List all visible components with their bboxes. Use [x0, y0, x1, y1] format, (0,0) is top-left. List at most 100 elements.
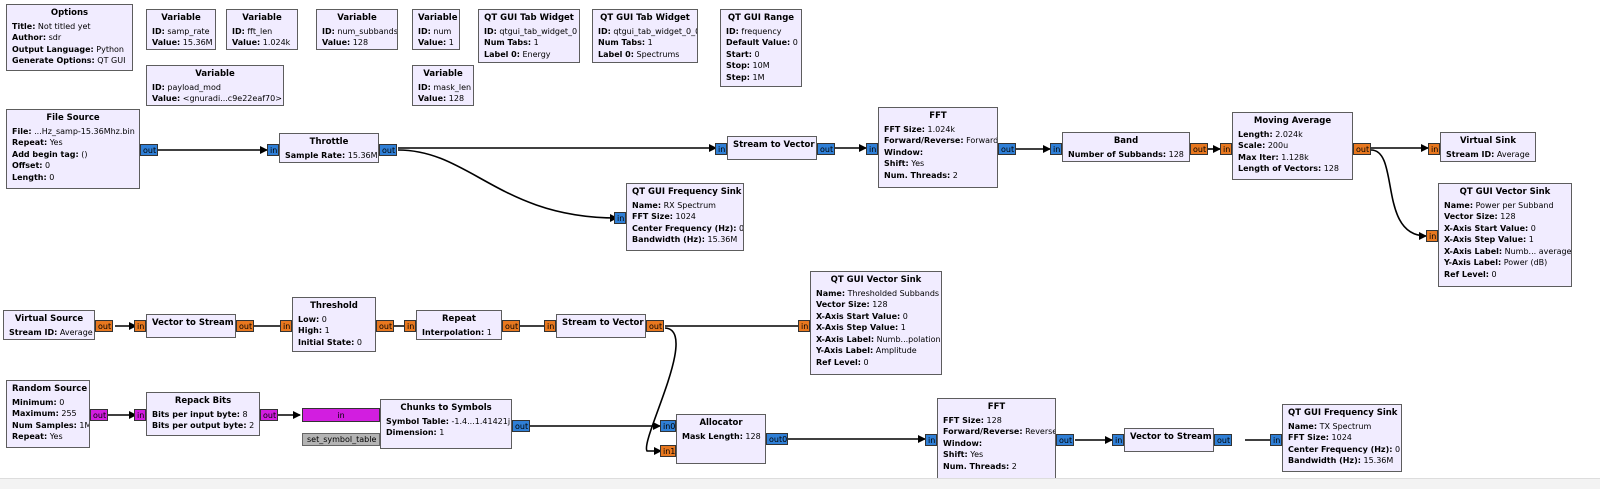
- block-param: Value: 1: [418, 37, 454, 49]
- stream-to-vector-1-in-port[interactable]: in: [715, 143, 727, 155]
- param-value: 1024: [1328, 433, 1352, 442]
- block-title: Threshold: [310, 301, 358, 311]
- allocator-out0-port[interactable]: out0: [766, 433, 788, 445]
- param-label: Interpolation:: [422, 327, 485, 337]
- param-label: X-Axis Start Value:: [816, 311, 901, 321]
- vector-to-stream-2-block[interactable]: Vector to Stream: [1124, 428, 1214, 452]
- stream-to-vector-2-in-port[interactable]: in: [544, 320, 556, 332]
- band-in-port[interactable]: in: [1050, 143, 1062, 155]
- param-value: QT GUI: [94, 56, 126, 65]
- vector-to-stream-2-in-port[interactable]: in: [1112, 434, 1124, 446]
- block-title: Moving Average: [1253, 116, 1332, 126]
- vector-sink-thresh-in-port[interactable]: in: [798, 320, 810, 332]
- repeat-in-port[interactable]: in: [404, 320, 416, 332]
- fft-2-out-port[interactable]: out: [1056, 434, 1074, 446]
- freq-sink-rx-in-port[interactable]: in: [614, 212, 626, 224]
- virtual-source-out-port[interactable]: out: [95, 320, 113, 332]
- vector-to-stream-1-block[interactable]: Vector to Stream: [146, 314, 236, 338]
- param-value: 1M: [76, 420, 90, 430]
- param-label: Repeat:: [12, 432, 48, 441]
- fft-2-in-port[interactable]: in: [925, 434, 937, 446]
- block-param: Value: 15.36M: [152, 37, 213, 49]
- param-value: 2.024k: [1272, 129, 1303, 139]
- moving-average-in-port[interactable]: in: [1220, 143, 1232, 155]
- throttle-in-port[interactable]: in: [267, 144, 279, 156]
- virtual-sink-in-port[interactable]: in: [1428, 143, 1440, 155]
- param-value: 1024: [672, 212, 696, 221]
- stream-to-vector-1-block[interactable]: Stream to Vector: [727, 136, 817, 160]
- allocator-in1-port[interactable]: in1: [660, 445, 676, 457]
- block-param: ID: payload_mod: [152, 82, 278, 94]
- fft-1-out-port[interactable]: out: [998, 143, 1016, 155]
- vector-to-stream-2-out-port[interactable]: out: [1214, 434, 1232, 446]
- block-title: Options: [50, 8, 89, 18]
- chunks-to-symbols-in-port[interactable]: in: [302, 408, 380, 422]
- vector-to-stream-1-out-port[interactable]: out: [236, 320, 254, 332]
- throttle-out-port[interactable]: out: [379, 144, 397, 156]
- allocator-in0-port[interactable]: in0: [660, 420, 676, 432]
- repack-bits-out-port[interactable]: out: [260, 409, 278, 421]
- param-label: Max Iter:: [1238, 152, 1279, 162]
- chunks-to-symbols-out-port[interactable]: out: [512, 420, 530, 432]
- moving-average-out-port[interactable]: out: [1353, 143, 1371, 155]
- threshold-in-port[interactable]: in: [280, 320, 292, 332]
- stream-to-vector-2-block[interactable]: Stream to Vector: [556, 314, 646, 338]
- block-param: Window:: [943, 438, 1050, 450]
- file-source-out-port[interactable]: out: [140, 144, 158, 156]
- band-out-port[interactable]: out: [1190, 143, 1208, 155]
- param-label: Label 0:: [484, 49, 520, 59]
- param-label: Value:: [322, 38, 351, 47]
- block-param: ID: frequency: [726, 26, 796, 38]
- block-param: Vector Size: 128: [816, 299, 936, 311]
- freq-sink-tx-in-port[interactable]: in: [1270, 434, 1282, 446]
- stream-to-vector-1-out-port[interactable]: out: [817, 143, 835, 155]
- vector-sink-power-in-port[interactable]: in: [1426, 230, 1438, 242]
- block-param: Name: RX Spectrum: [632, 200, 738, 212]
- block-param: Repeat: Yes: [12, 431, 84, 443]
- stream-to-vector-2-out-port[interactable]: out: [646, 320, 664, 332]
- block-param: Value: 128: [322, 37, 392, 49]
- param-value: 1M: [749, 72, 765, 82]
- repeat-out-port[interactable]: out: [502, 320, 520, 332]
- set-symbol-table-port-label[interactable]: set_symbol_table: [302, 433, 380, 446]
- param-value: 15.36M: [180, 38, 213, 47]
- block-param: ID: samp_rate: [152, 26, 210, 38]
- vector-to-stream-1-in-port[interactable]: in: [134, 320, 146, 332]
- random-source-out-port[interactable]: out: [90, 409, 108, 421]
- param-label: Generate Options:: [12, 56, 95, 65]
- param-label: FFT Size:: [632, 212, 673, 221]
- param-value: mask_len: [430, 82, 472, 92]
- repack-bits-in-port[interactable]: in: [134, 409, 146, 421]
- fft-1-in-port[interactable]: in: [866, 143, 878, 155]
- threshold-out-port[interactable]: out: [376, 320, 394, 332]
- block-param: High: 1: [298, 325, 370, 337]
